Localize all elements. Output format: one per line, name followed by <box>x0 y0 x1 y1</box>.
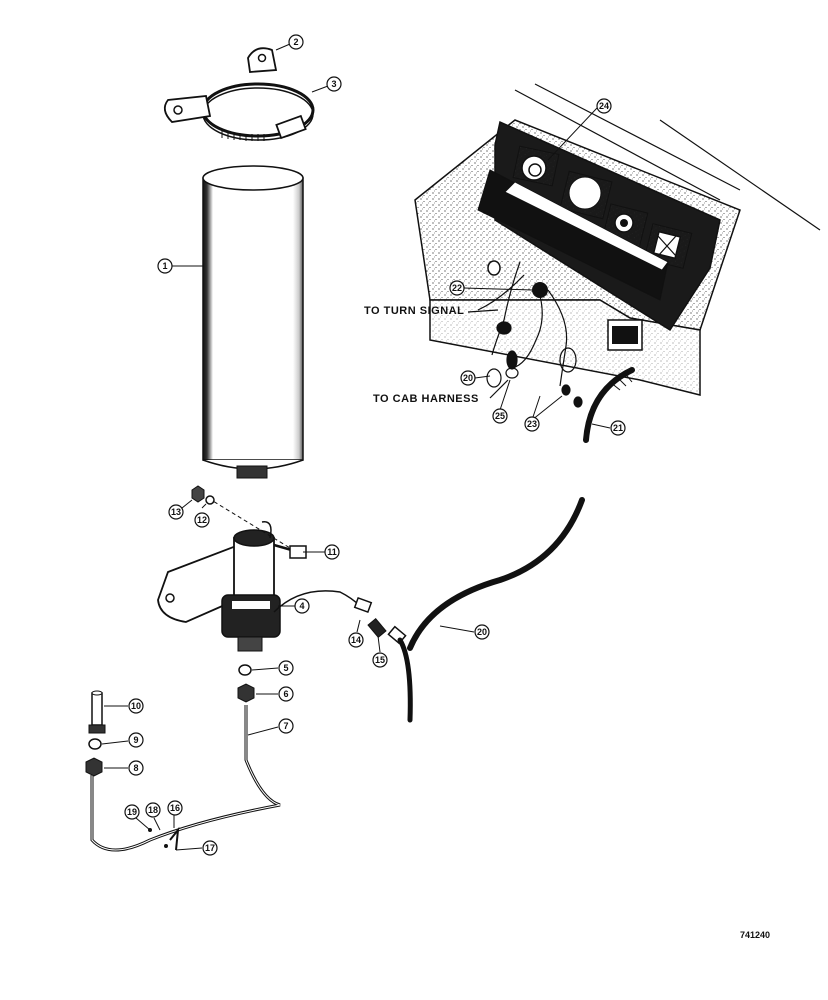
svg-text:1: 1 <box>162 261 167 271</box>
svg-text:11: 11 <box>327 547 337 557</box>
cab-harness-label: TO CAB HARNESS <box>373 393 479 405</box>
fitting-6 <box>237 683 255 703</box>
svg-text:12: 12 <box>197 515 207 525</box>
harness-wire <box>407 497 585 651</box>
callout-3: 3 <box>326 76 342 92</box>
svg-text:4: 4 <box>299 601 304 611</box>
callout-21: 21 <box>610 420 626 436</box>
svg-text:7: 7 <box>283 721 288 731</box>
svg-text:5: 5 <box>283 663 288 673</box>
svg-text:9: 9 <box>133 735 138 745</box>
callout-11: 11 <box>324 544 340 560</box>
callout-12: 12 <box>194 512 210 528</box>
callout-10: 10 <box>128 698 144 714</box>
svg-text:3: 3 <box>331 79 336 89</box>
harness-21 <box>583 367 635 443</box>
callout-6: 6 <box>278 686 294 702</box>
starting-valve-assembly <box>157 485 307 652</box>
svg-text:20: 20 <box>463 373 473 383</box>
svg-text:15: 15 <box>375 655 385 665</box>
callout-15: 15 <box>372 652 388 668</box>
callout-25: 25 <box>492 408 508 424</box>
valve-wire <box>273 590 361 613</box>
svg-text:16: 16 <box>170 803 180 813</box>
svg-text:14: 14 <box>351 635 361 645</box>
svg-text:19: 19 <box>127 807 137 817</box>
callout-23: 23 <box>524 416 540 432</box>
fuel-tube <box>90 705 281 852</box>
svg-text:13: 13 <box>171 507 181 517</box>
svg-text:22: 22 <box>452 283 462 293</box>
callout-18: 18 <box>145 802 161 818</box>
callout-20-lower: 20 <box>474 624 490 640</box>
callout-7: 7 <box>278 718 294 734</box>
fitting-8 <box>85 757 103 777</box>
svg-text:10: 10 <box>131 701 141 711</box>
svg-text:23: 23 <box>527 419 537 429</box>
callout-5: 5 <box>278 660 294 676</box>
callout-2: 2 <box>288 34 304 50</box>
svg-text:24: 24 <box>599 101 609 111</box>
callout-8: 8 <box>128 760 144 776</box>
callout-24: 24 <box>596 98 612 114</box>
svg-text:2: 2 <box>293 37 298 47</box>
callout-14: 14 <box>348 632 364 648</box>
svg-text:25: 25 <box>495 411 505 421</box>
svg-text:17: 17 <box>205 843 215 853</box>
mounting-clamp <box>163 47 315 141</box>
callout-17: 17 <box>202 840 218 856</box>
svg-text:8: 8 <box>133 763 138 773</box>
svg-text:20: 20 <box>477 627 487 637</box>
tube-clip <box>169 826 180 851</box>
callout-20-upper: 20 <box>460 370 476 386</box>
dash-wires <box>467 261 583 408</box>
callout-19: 19 <box>124 804 140 820</box>
callout-13: 13 <box>168 504 184 520</box>
callout-1: 1 <box>157 258 173 274</box>
svg-text:18: 18 <box>148 805 158 815</box>
fitting-9 <box>88 738 102 750</box>
fitting-10 <box>88 690 106 734</box>
callout-9: 9 <box>128 732 144 748</box>
callout-16: 16 <box>167 800 183 816</box>
callout-22: 22 <box>449 280 465 296</box>
callout-4: 4 <box>294 598 310 614</box>
svg-text:6: 6 <box>283 689 288 699</box>
leader-lines <box>101 43 611 851</box>
svg-text:21: 21 <box>613 423 623 433</box>
figure-number: 741240 <box>740 930 770 940</box>
turn-signal-label: TO TURN SIGNAL <box>364 305 464 317</box>
fitting-5 <box>238 664 252 676</box>
starting-fluid-cylinder <box>202 165 304 479</box>
dash-panel <box>414 83 821 396</box>
